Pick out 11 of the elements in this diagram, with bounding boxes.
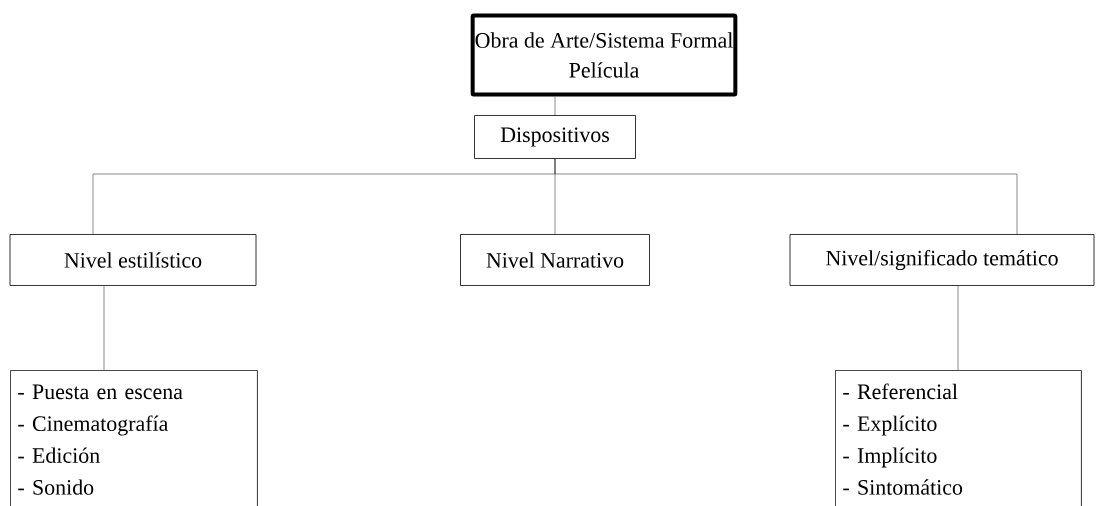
level-box: Dispositivos bbox=[474, 115, 636, 159]
level-box: Nivel estilístico bbox=[9, 234, 257, 286]
connector-line bbox=[103, 285, 105, 371]
list-box: - Puesta en escena - Cinematografía - Edición - Sonido bbox=[10, 370, 258, 506]
connector-line bbox=[554, 96, 556, 116]
list-box: - Referencial - Explícito - Implícito - Sintomático bbox=[835, 370, 1082, 506]
level-box: Nivel/significado temático bbox=[789, 234, 1095, 286]
title-box: Obra de Arte/Sistema Formal Película bbox=[470, 13, 738, 97]
connector-line bbox=[957, 285, 959, 371]
level-box: Nivel Narrativo bbox=[460, 234, 650, 286]
connector-line bbox=[554, 158, 1018, 235]
